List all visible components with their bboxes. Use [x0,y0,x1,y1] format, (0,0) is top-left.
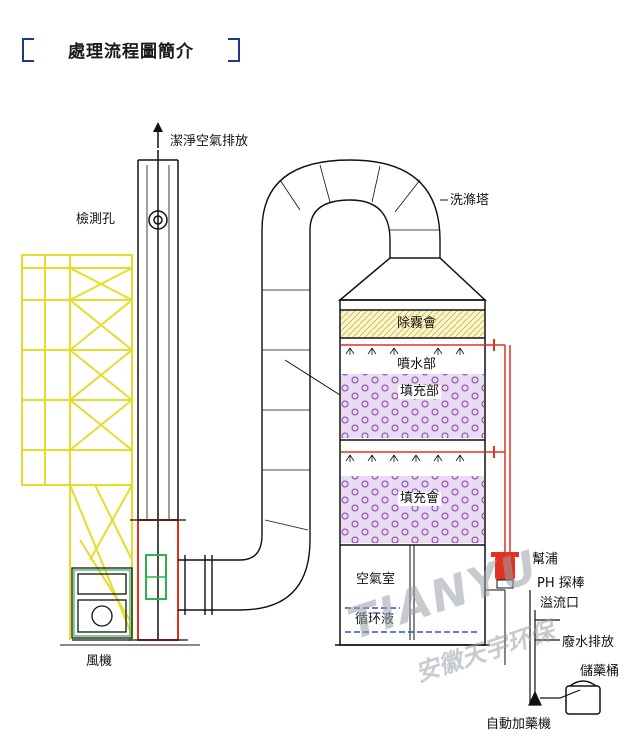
label-pump: 幫浦 [532,552,559,567]
label-packing-upper: 填充部 [398,384,442,399]
label-ph-meter: PH 探棒 [537,576,585,591]
stack-flange [128,519,188,641]
label-clean-air: 潔淨空氣排放 [170,134,249,149]
steel-frame [21,254,133,640]
exhaust-stack [137,150,179,640]
pump-unit [491,552,519,589]
label-air-chamber: 空氣室 [356,572,396,587]
duct [178,159,441,615]
label-drain: 廢水排放 [562,635,615,650]
fan-frame-green [73,569,131,637]
spray-nozzles [345,347,465,462]
label-dosing: 自動加藥機 [486,717,552,732]
spray-headers [341,344,511,575]
internal-pipes [409,545,505,640]
label-spray: 噴水部 [395,357,439,372]
duct-leader [284,359,341,396]
label-demister: 除霧會 [397,316,437,331]
storage-tank [565,680,601,715]
scrubber-tower [335,257,490,646]
label-test-hole: 檢測孔 [76,212,116,227]
packing-lower [341,476,484,543]
label-circulation: 循环液 [353,612,397,627]
dosing-lines [528,590,581,706]
water-level [345,607,480,633]
label-scrubber: 洗滌塔 [450,193,490,208]
page-title: 處理流程圖簡介 [22,38,240,62]
label-fan: 風機 [86,654,113,669]
fan-unit [71,567,133,641]
packing-upper [341,374,484,438]
label-overflow: 溢流口 [540,596,580,611]
label-tank: 儲藥桶 [580,664,620,679]
label-packing-lower: 填充會 [398,491,442,506]
demister-layer [341,311,484,337]
clean-air-arrow [153,122,163,148]
